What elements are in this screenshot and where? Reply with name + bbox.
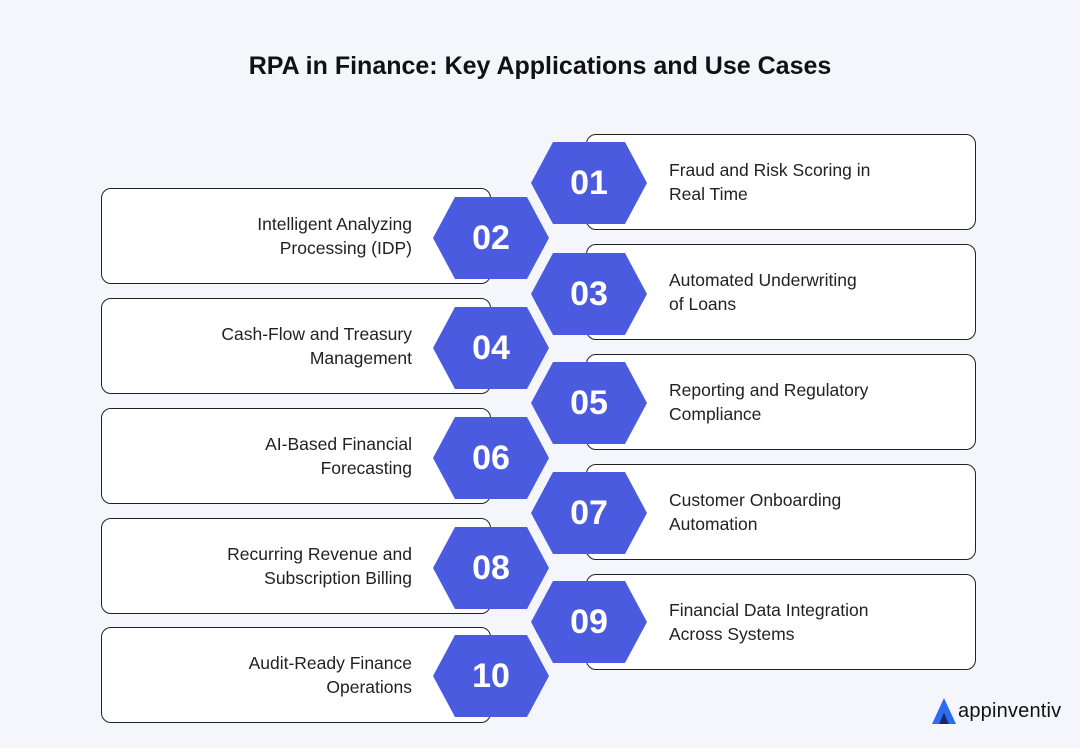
brand-name: appinventiv — [958, 700, 1062, 722]
badge-number: 06 — [472, 439, 510, 477]
hex-badge-03: 03 — [531, 253, 647, 335]
hex-badge-02: 02 — [433, 197, 549, 279]
badge-number: 01 — [570, 164, 608, 202]
hex-badge-09: 09 — [531, 581, 647, 663]
use-case-label: AI-Based Financial Forecasting — [265, 434, 412, 478]
use-case-label: Cash-Flow and Treasury Management — [221, 324, 412, 368]
hex-badge-04: 04 — [433, 307, 549, 389]
use-case-label: Customer Onboarding Automation — [669, 490, 842, 534]
badge-number: 09 — [570, 603, 608, 641]
badge-number: 10 — [472, 657, 510, 695]
badge-number: 03 — [570, 275, 608, 313]
hex-badge-05: 05 — [531, 362, 647, 444]
badge-number: 07 — [570, 494, 608, 532]
use-case-label: Intelligent Analyzing Processing (IDP) — [257, 214, 412, 258]
badge-number: 05 — [570, 384, 608, 422]
use-case-card-07: Customer Onboarding Automation — [586, 464, 976, 560]
badge-number: 02 — [472, 219, 510, 257]
hex-badge-01: 01 — [531, 142, 647, 224]
hex-badge-06: 06 — [433, 417, 549, 499]
use-case-label: Financial Data Integration Across System… — [669, 600, 869, 644]
hex-badge-10: 10 — [433, 635, 549, 717]
badge-number: 04 — [472, 329, 510, 367]
appinventiv-logo-icon — [932, 698, 956, 724]
use-case-label: Recurring Revenue and Subscription Billi… — [227, 544, 412, 588]
use-case-label: Audit-Ready Finance Operations — [248, 653, 412, 697]
hex-badge-07: 07 — [531, 472, 647, 554]
use-case-card-03: Automated Underwriting of Loans — [586, 244, 976, 340]
use-case-card-04: Cash-Flow and Treasury Management — [101, 298, 491, 394]
use-case-card-05: Reporting and Regulatory Compliance — [586, 354, 976, 450]
use-case-card-09: Financial Data Integration Across System… — [586, 574, 976, 670]
use-case-card-10: Audit-Ready Finance Operations — [101, 627, 491, 723]
use-case-label: Automated Underwriting of Loans — [669, 270, 857, 314]
page-title: RPA in Finance: Key Applications and Use… — [248, 52, 832, 80]
use-case-card-02: Intelligent Analyzing Processing (IDP) — [101, 188, 491, 284]
use-case-label: Reporting and Regulatory Compliance — [669, 380, 869, 424]
use-case-label: Fraud and Risk Scoring in Real Time — [669, 160, 871, 204]
use-case-card-06: AI-Based Financial Forecasting — [101, 408, 491, 504]
use-case-card-01: Fraud and Risk Scoring in Real Time — [586, 134, 976, 230]
use-case-card-08: Recurring Revenue and Subscription Billi… — [101, 518, 491, 614]
badge-number: 08 — [472, 549, 510, 587]
hex-badge-08: 08 — [433, 527, 549, 609]
